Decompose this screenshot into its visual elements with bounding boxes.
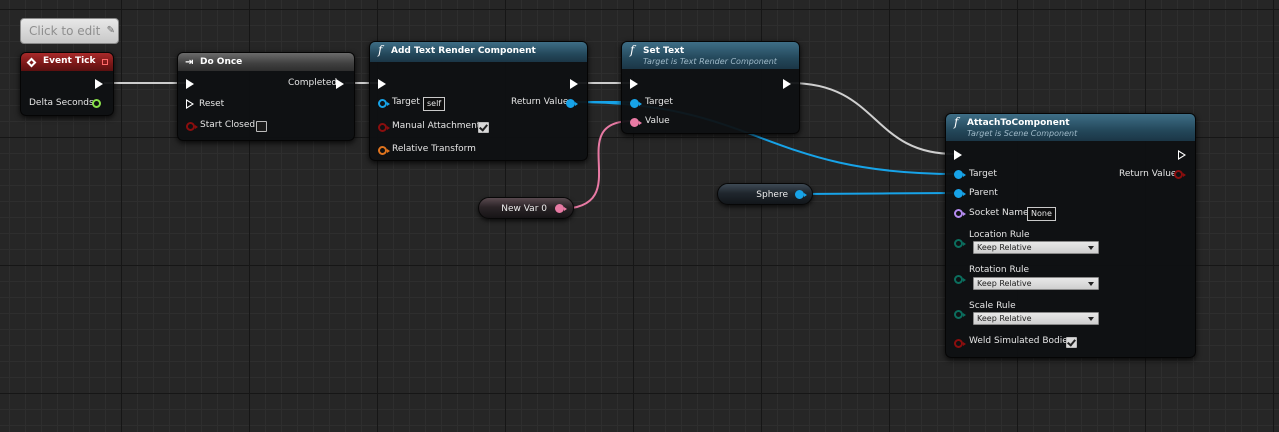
sphere-node[interactable]: Sphere bbox=[717, 183, 813, 205]
scale-rule-dropdown[interactable]: Keep Relative bbox=[973, 312, 1099, 325]
sphere-label: Sphere bbox=[756, 190, 788, 200]
reset-exec-pin[interactable] bbox=[186, 99, 194, 109]
weld-pin[interactable] bbox=[954, 339, 966, 348]
set-text-node[interactable]: f Set Text Target is Text Render Compone… bbox=[621, 41, 800, 134]
parent-pin[interactable] bbox=[954, 189, 966, 198]
comment-bubble[interactable]: Click to edit ✎ bbox=[20, 18, 119, 44]
set-text-header: f Set Text Target is Text Render Compone… bbox=[622, 42, 799, 69]
value-pin[interactable] bbox=[630, 118, 642, 127]
return-value-label: Return Value bbox=[1119, 169, 1177, 179]
add-text-render-header: f Add Text Render Component bbox=[370, 42, 587, 62]
start-closed-pin[interactable] bbox=[186, 122, 198, 131]
delta-seconds-pin[interactable] bbox=[92, 99, 101, 108]
relative-transform-label: Relative Transform bbox=[392, 144, 476, 154]
exec-in-pin[interactable] bbox=[378, 79, 386, 89]
add-text-render-title: Add Text Render Component bbox=[391, 46, 536, 56]
stop-icon bbox=[102, 59, 108, 65]
manual-attachment-checkbox[interactable] bbox=[478, 122, 489, 133]
event-tick-node[interactable]: Event Tick Delta Seconds bbox=[20, 52, 114, 116]
scale-rule-label: Scale Rule bbox=[969, 301, 1016, 311]
pin-icon[interactable]: ✎ bbox=[106, 25, 115, 36]
event-icon bbox=[26, 57, 37, 68]
scale-rule-value: Keep Relative bbox=[977, 314, 1032, 323]
weld-label: Weld Simulated Bodies bbox=[969, 336, 1073, 346]
socket-name-label: Socket Name bbox=[969, 208, 1029, 218]
do-once-icon: ⇥ bbox=[185, 57, 194, 68]
new-var-0-pin[interactable] bbox=[555, 204, 567, 213]
function-icon: f bbox=[954, 115, 959, 129]
chevron-down-icon bbox=[1088, 317, 1094, 321]
target-label: Target bbox=[969, 169, 997, 179]
target-pin[interactable] bbox=[954, 170, 966, 179]
attach-subtitle: Target is Scene Component bbox=[967, 129, 1078, 138]
manual-attachment-pin[interactable] bbox=[378, 123, 390, 132]
exec-in-pin[interactable] bbox=[630, 79, 638, 89]
target-label: Target bbox=[392, 97, 420, 107]
new-var-0-label: New Var 0 bbox=[501, 204, 547, 214]
set-text-title: Set Text bbox=[643, 46, 685, 56]
event-tick-title: Event Tick bbox=[43, 56, 96, 66]
object-wire bbox=[798, 192, 958, 195]
rotation-rule-value: Keep Relative bbox=[977, 279, 1032, 288]
weld-checkbox[interactable] bbox=[1066, 337, 1077, 348]
start-closed-checkbox[interactable] bbox=[256, 121, 267, 132]
new-var-0-node[interactable]: New Var 0 bbox=[478, 197, 574, 219]
location-rule-dropdown[interactable]: Keep Relative bbox=[973, 241, 1099, 254]
do-once-node[interactable]: ⇥ Do Once Completed Reset Start Closed bbox=[177, 52, 355, 141]
return-value-label: Return Value bbox=[511, 97, 569, 107]
target-label: Target bbox=[645, 97, 673, 107]
function-icon: f bbox=[378, 43, 383, 57]
event-tick-header: Event Tick bbox=[21, 53, 113, 71]
exec-wire bbox=[789, 82, 956, 155]
attach-title: AttachToComponent bbox=[967, 118, 1070, 128]
start-closed-label: Start Closed bbox=[200, 120, 256, 130]
exec-out-pin[interactable] bbox=[1178, 150, 1186, 160]
attach-header: f AttachToComponent Target is Scene Comp… bbox=[946, 114, 1195, 141]
location-rule-label: Location Rule bbox=[969, 230, 1030, 240]
exec-out-pin[interactable] bbox=[570, 79, 578, 89]
return-value-pin[interactable] bbox=[566, 99, 578, 108]
comment-text: Click to edit bbox=[29, 24, 101, 38]
add-text-render-node[interactable]: f Add Text Render Component Target self … bbox=[369, 41, 588, 161]
exec-in-pin[interactable] bbox=[954, 150, 962, 160]
function-icon: f bbox=[630, 43, 635, 57]
exec-in-pin[interactable] bbox=[186, 79, 194, 89]
do-once-header: ⇥ Do Once bbox=[178, 53, 354, 71]
rotation-rule-pin[interactable] bbox=[954, 275, 966, 284]
target-pin[interactable] bbox=[378, 99, 390, 108]
socket-name-box[interactable]: None bbox=[1027, 207, 1056, 221]
completed-label: Completed bbox=[288, 78, 338, 88]
target-self-box[interactable]: self bbox=[423, 97, 446, 111]
target-pin[interactable] bbox=[630, 99, 642, 108]
attach-to-component-node[interactable]: f AttachToComponent Target is Scene Comp… bbox=[945, 113, 1196, 358]
set-text-subtitle: Target is Text Render Component bbox=[643, 57, 777, 66]
socket-name-pin[interactable] bbox=[954, 209, 966, 218]
rotation-rule-dropdown[interactable]: Keep Relative bbox=[973, 277, 1099, 290]
chevron-down-icon bbox=[1088, 282, 1094, 286]
delta-seconds-label: Delta Seconds bbox=[29, 98, 94, 108]
manual-attachment-label: Manual Attachment bbox=[392, 121, 481, 131]
completed-exec-pin[interactable] bbox=[336, 79, 344, 89]
value-label: Value bbox=[645, 116, 670, 126]
rotation-rule-label: Rotation Rule bbox=[969, 265, 1030, 275]
relative-transform-pin[interactable] bbox=[378, 146, 390, 155]
reset-label: Reset bbox=[199, 99, 225, 109]
exec-out-pin[interactable] bbox=[783, 79, 791, 89]
location-rule-value: Keep Relative bbox=[977, 243, 1032, 252]
do-once-title: Do Once bbox=[200, 57, 243, 67]
parent-label: Parent bbox=[969, 188, 998, 198]
sphere-pin[interactable] bbox=[795, 190, 807, 199]
location-rule-pin[interactable] bbox=[954, 239, 966, 248]
exec-out-pin[interactable] bbox=[95, 79, 103, 89]
return-value-pin[interactable] bbox=[1174, 170, 1186, 179]
scale-rule-pin[interactable] bbox=[954, 310, 966, 319]
chevron-down-icon bbox=[1088, 246, 1094, 250]
